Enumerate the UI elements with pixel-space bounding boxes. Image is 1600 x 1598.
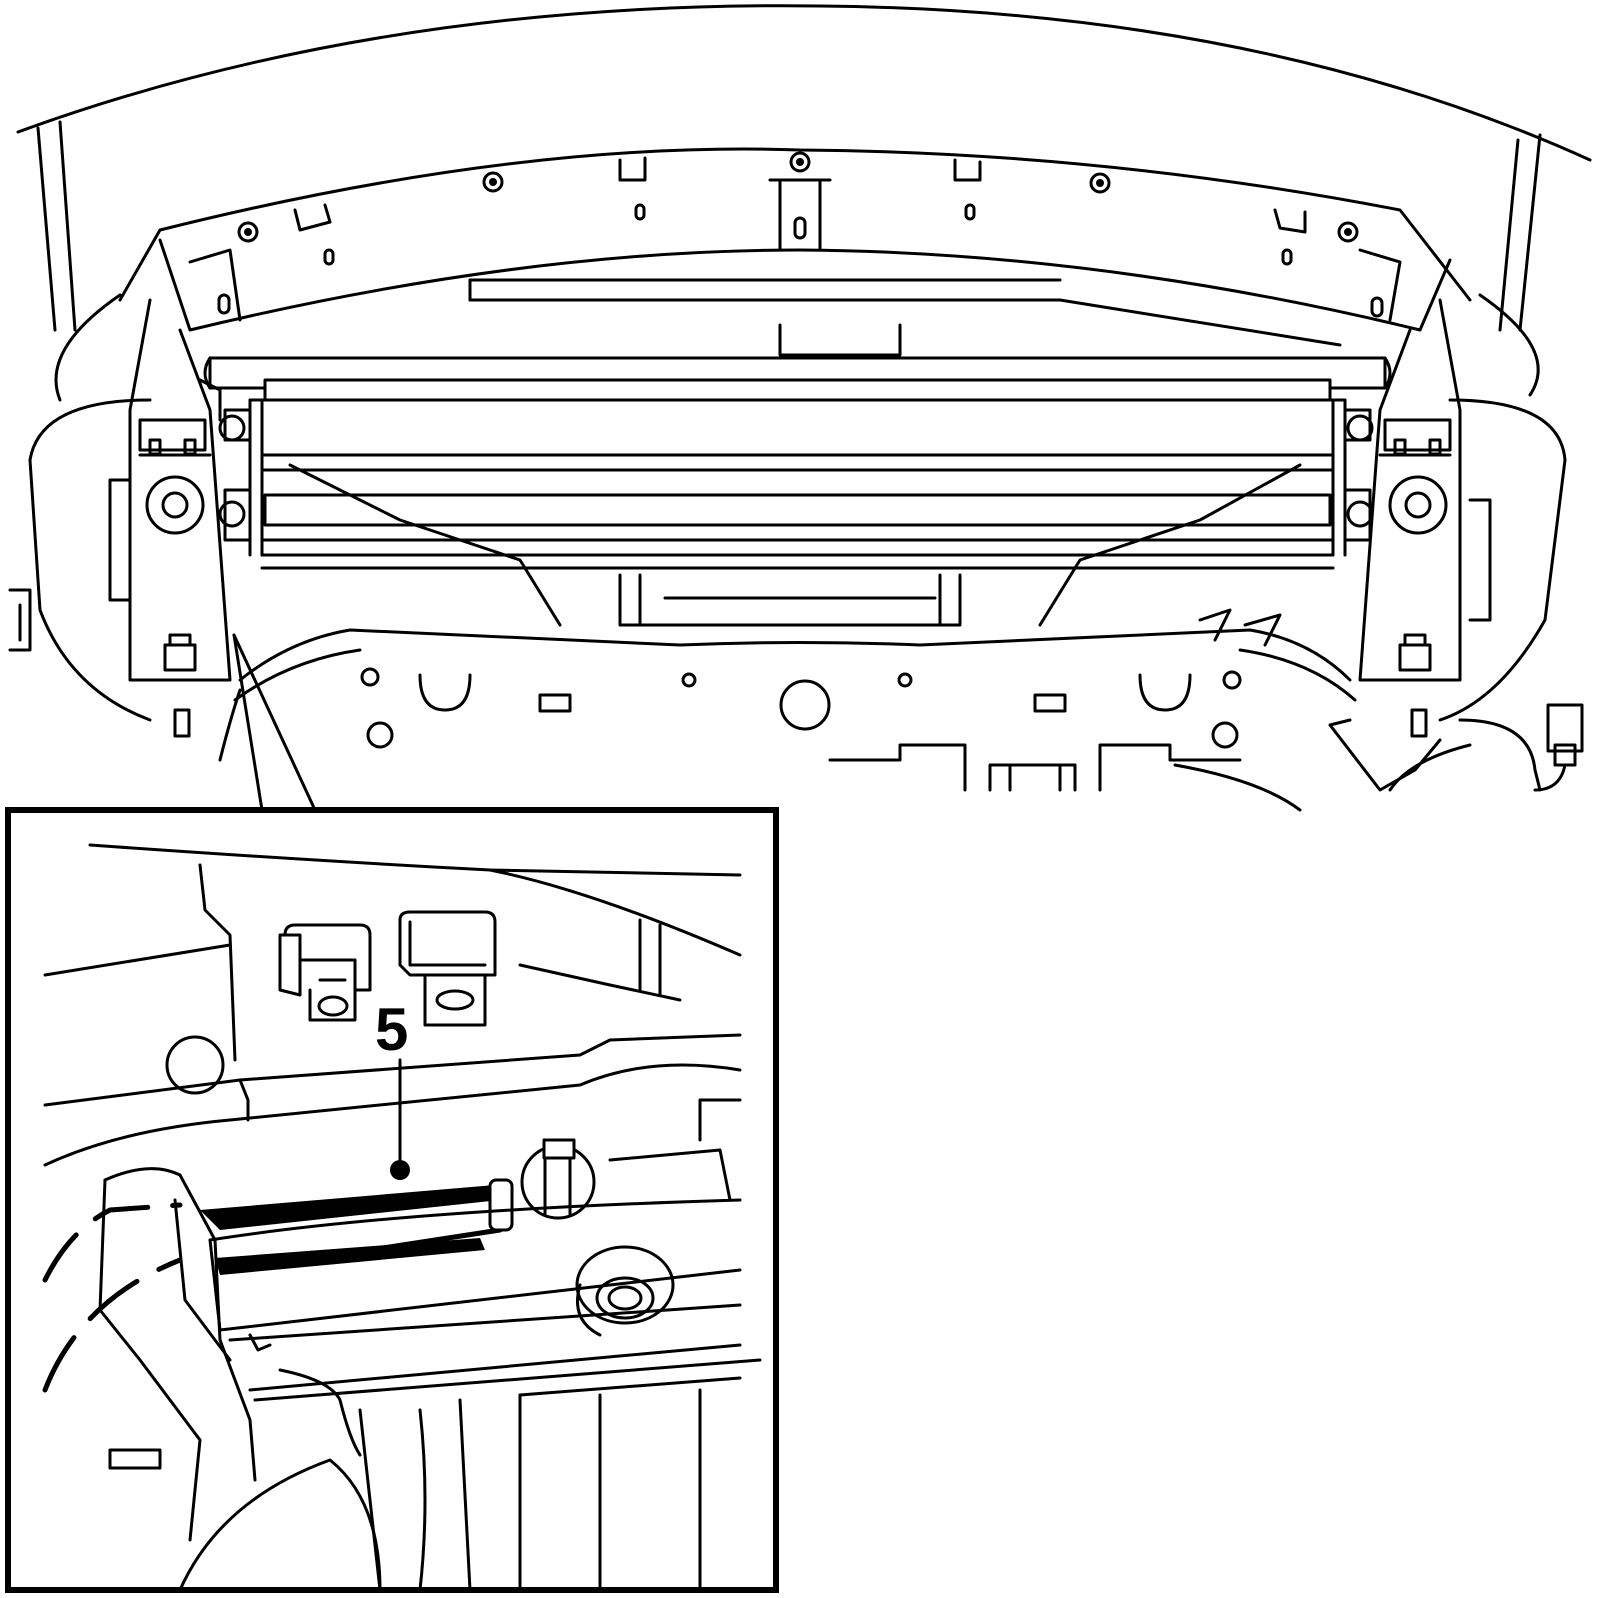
hose-assembly [200, 1178, 514, 1275]
inset-pointer [232, 633, 317, 812]
retainer-clip-left [278, 923, 372, 1022]
lower-cross-member [173, 628, 1428, 749]
left-bracket [128, 298, 246, 682]
round-fitting [520, 1138, 732, 1220]
inset-detail-view: 5 [5, 807, 779, 1593]
bolt-heads [237, 151, 1359, 243]
radiator-core [203, 356, 1392, 570]
right-bracket [1346, 298, 1462, 682]
grommet [575, 1245, 675, 1337]
callout-dot [390, 1160, 410, 1180]
hood-panel [16, 4, 1592, 332]
harness-connector [1328, 703, 1584, 792]
inset-bracket [98, 1167, 762, 1542]
main-view [8, 4, 1592, 812]
callout-number: 5 [375, 996, 408, 1063]
callout-5: 5 [375, 996, 410, 1180]
retainer-clip-right [398, 910, 497, 1027]
upper-radiator-support [118, 147, 1472, 332]
